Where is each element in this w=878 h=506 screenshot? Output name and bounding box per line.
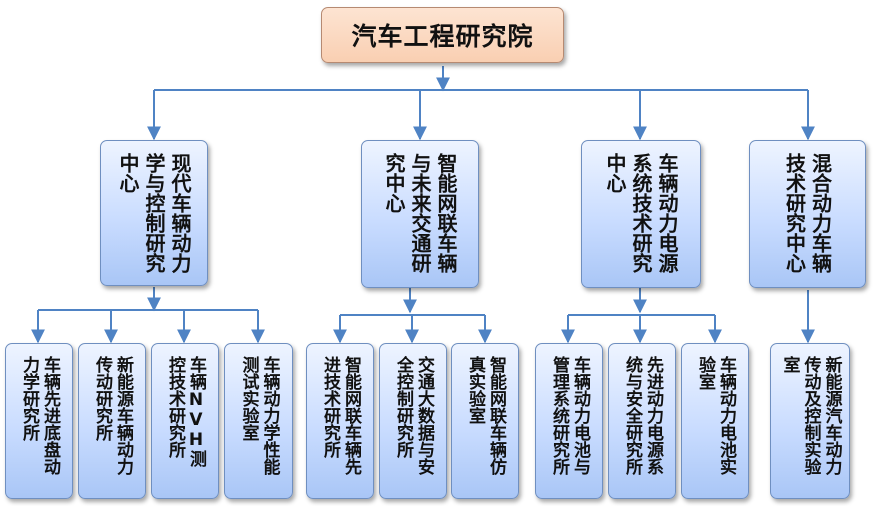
center-label-2: 智能网联车辆与未来交通研究中心: [382, 153, 458, 273]
lab-node: 智能网联车辆仿真实验室: [451, 343, 519, 499]
lab-label: 车辆动力电池与管理系统研究所: [549, 356, 590, 475]
center-node-1: 现代车辆动力学与控制研究中心: [100, 140, 208, 286]
lab-label: 车辆动力学性能测试实验室: [238, 356, 280, 475]
lab-label: 新能源汽车动力传动及控制实验室: [779, 356, 842, 475]
lab-label: 智能网联车辆先进技术研究所: [320, 356, 361, 475]
lab-label: 车辆先进底盘动力学研究所: [19, 356, 60, 475]
center-node-3: 车辆动力电源系统技术研究中心: [581, 140, 701, 288]
lab-label: 交通大数据与安全控制研究所: [393, 356, 434, 475]
lab-label: 智能网联车辆仿真实验室: [465, 356, 506, 475]
lab-node: 新能源汽车动力传动及控制实验室: [770, 343, 850, 499]
root-label: 汽车工程研究院: [351, 22, 534, 51]
center-label-3: 车辆动力电源系统技术研究中心: [603, 153, 679, 273]
center-label-1: 现代车辆动力学与控制研究中心: [116, 153, 192, 273]
lab-node: 车辆动力电池与管理系统研究所: [535, 343, 603, 499]
lab-label: 车辆NVH测控技术研究所: [165, 356, 206, 467]
lab-node: 先进动力电源系统与安全研究所: [608, 343, 676, 499]
center-node-2: 智能网联车辆与未来交通研究中心: [361, 140, 479, 288]
lab-node: 智能网联车辆先进技术研究所: [306, 343, 374, 499]
center-node-4: 混合动力车辆技术研究中心: [749, 140, 866, 288]
lab-label: 先进动力电源系统与安全研究所: [622, 356, 663, 475]
center-label-4: 混合动力车辆技术研究中心: [782, 153, 833, 273]
lab-node: 新能源车辆动力传动研究所: [78, 343, 146, 499]
root-node: 汽车工程研究院: [321, 7, 564, 63]
lab-node: 车辆NVH测控技术研究所: [151, 343, 219, 499]
lab-label: 车辆动力电池实验室: [695, 356, 736, 475]
lab-node: 交通大数据与安全控制研究所: [379, 343, 447, 499]
lab-label: 新能源车辆动力传动研究所: [92, 356, 133, 475]
lab-node: 车辆先进底盘动力学研究所: [5, 343, 73, 499]
lab-node: 车辆动力学性能测试实验室: [224, 343, 293, 499]
lab-node: 车辆动力电池实验室: [681, 343, 749, 499]
